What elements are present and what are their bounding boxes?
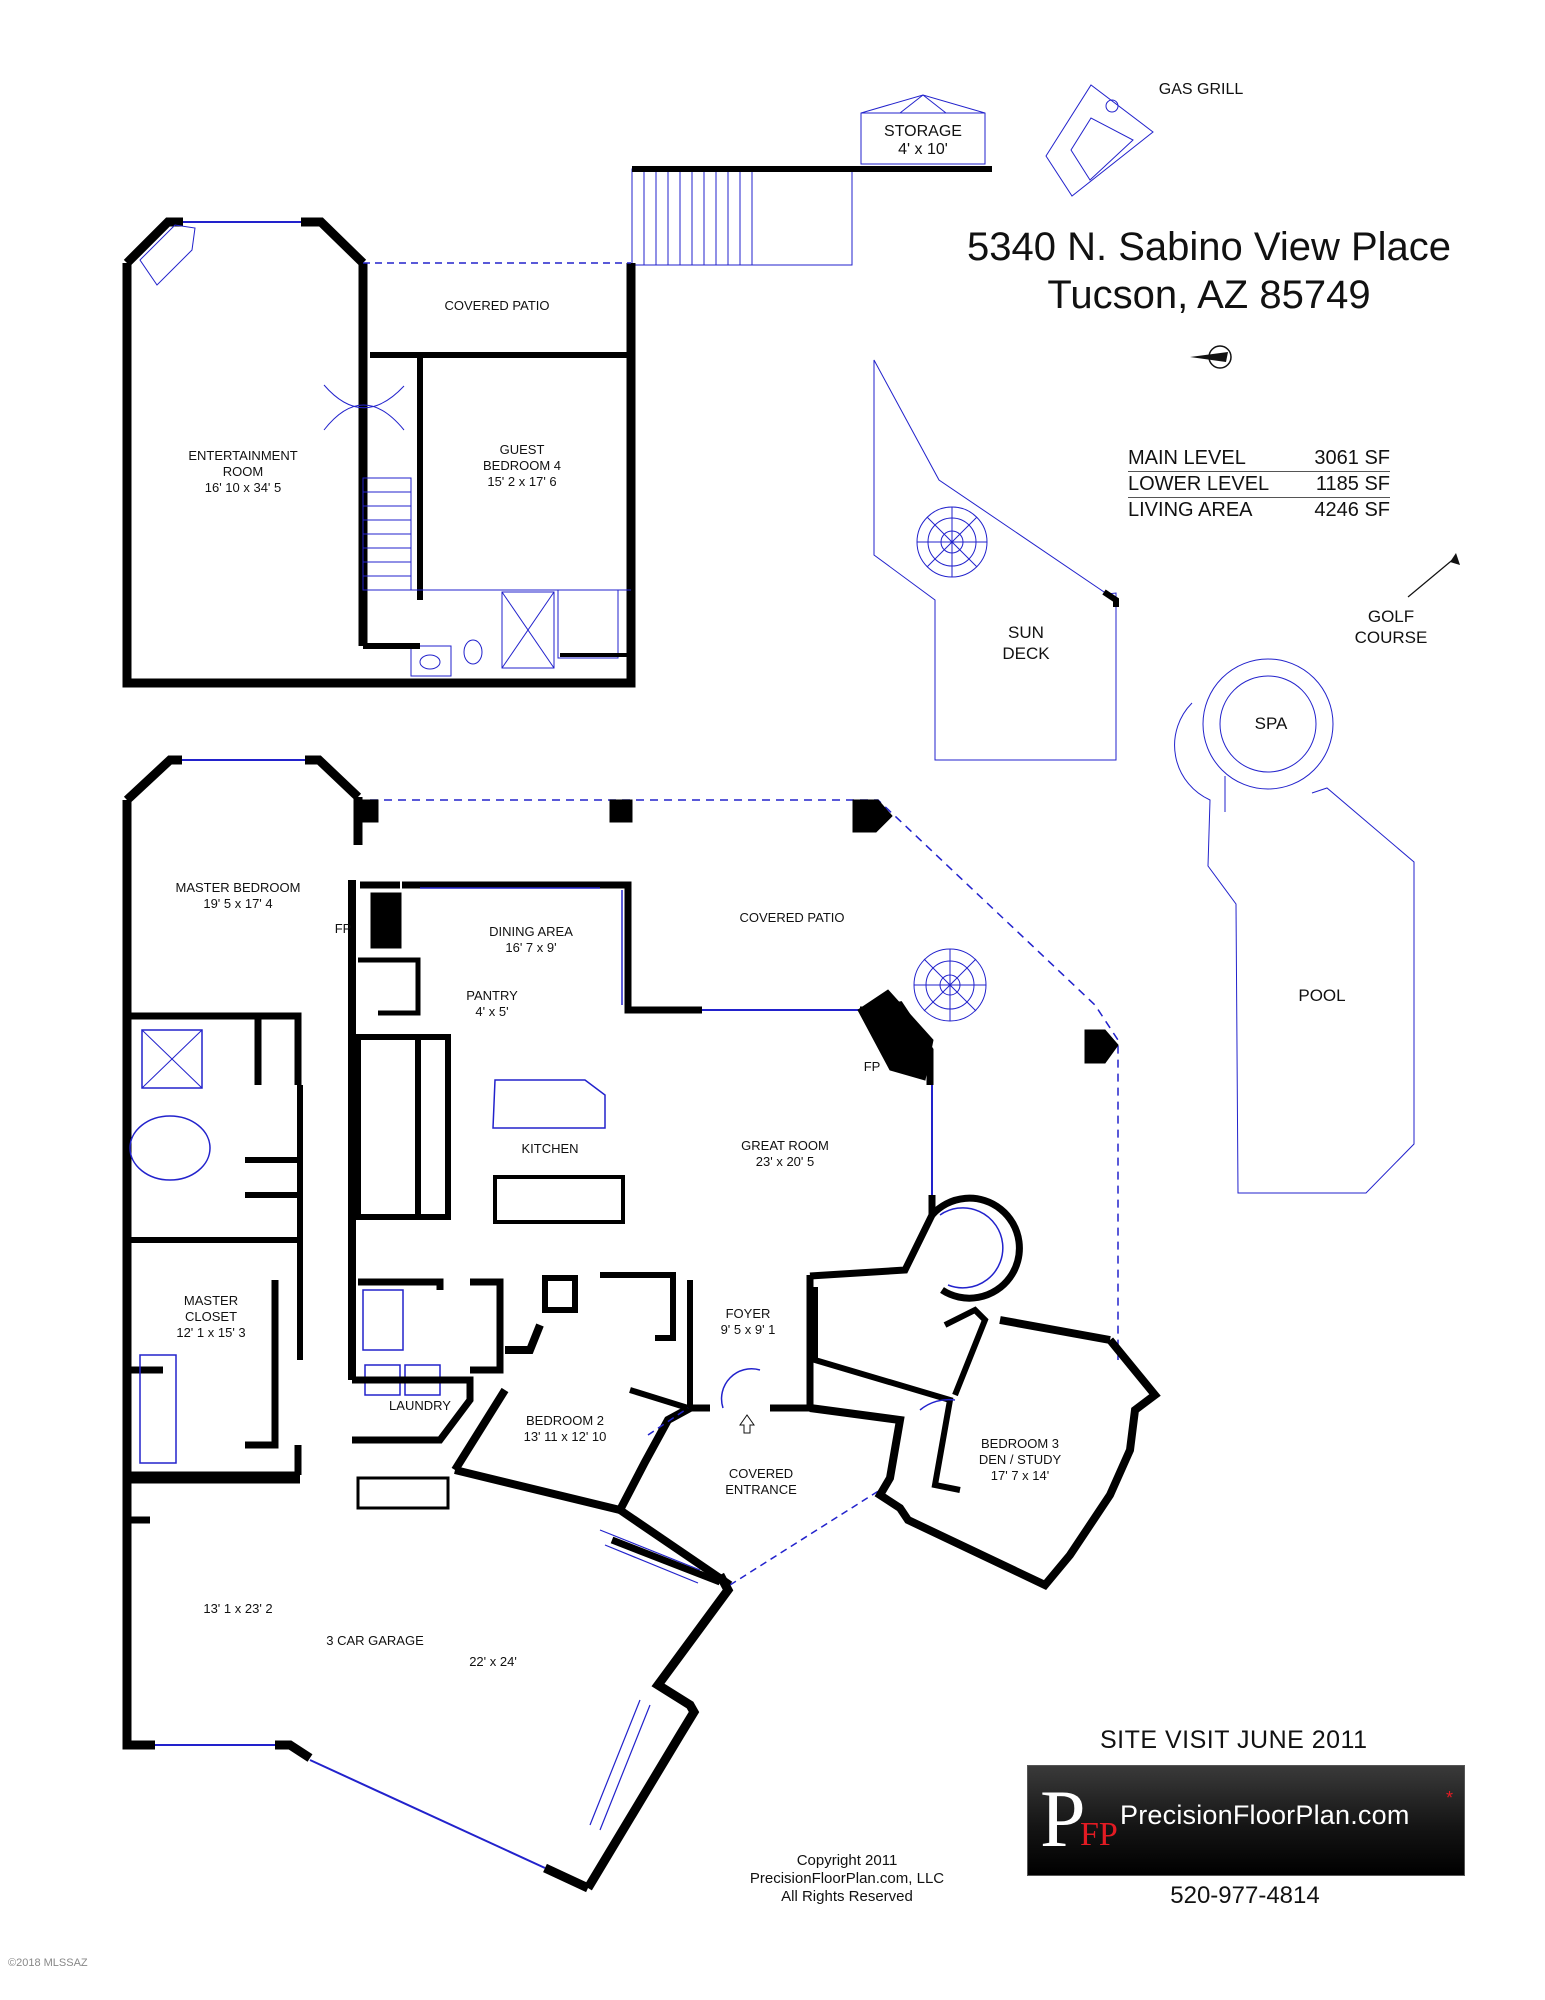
address-line-2: Tucson, AZ 85749 bbox=[1047, 273, 1371, 317]
pantry-label: PANTRY 4' x 5' bbox=[466, 988, 518, 1020]
brand-name: PrecisionFloorPlan.com bbox=[1120, 1800, 1410, 1830]
room-size: 12' 1 x 15' 3 bbox=[176, 1325, 246, 1340]
lower-level-walls bbox=[122, 263, 636, 688]
master-bedroom-label: MASTER BEDROOM 19' 5 x 17' 4 bbox=[176, 880, 301, 912]
copyright-line: Copyright 2011 bbox=[796, 1852, 898, 1869]
main-level-walls bbox=[122, 755, 1161, 1893]
pool-spa bbox=[1174, 658, 1415, 1194]
brand-star: * bbox=[1446, 1788, 1454, 1808]
area-row-lower: LOWER LEVEL 1185 SF bbox=[1128, 472, 1390, 498]
entry-arrow bbox=[739, 1414, 755, 1434]
garage-size-a: 13' 1 x 23' 2 bbox=[203, 1601, 273, 1616]
room-name: COURSE bbox=[1354, 628, 1428, 647]
room-name: MASTER BEDROOM bbox=[175, 880, 301, 895]
room-name: MASTER bbox=[183, 1293, 239, 1308]
site-visit-note: SITE VISIT JUNE 2011 bbox=[1100, 1726, 1368, 1754]
room-size: 23' x 20' 5 bbox=[755, 1154, 815, 1169]
mls-watermark: ©2018 MLSSAZ bbox=[8, 1957, 88, 1969]
pool-label: POOL bbox=[1298, 986, 1346, 1005]
area-label: LIVING AREA bbox=[1128, 499, 1253, 521]
fireplace-label-master: FP bbox=[334, 921, 352, 936]
room-name: GOLF bbox=[1367, 607, 1415, 626]
room-name: BEDROOM 4 bbox=[482, 458, 562, 473]
sun-deck-label: SUN DECK bbox=[1002, 622, 1049, 664]
copyright-line: PrecisionFloorPlan.com, LLC bbox=[749, 1870, 945, 1887]
area-summary-table: MAIN LEVEL 3061 SF LOWER LEVEL 1185 SF LIV… bbox=[1128, 446, 1390, 523]
room-name: DEN / STUDY bbox=[978, 1452, 1062, 1467]
room-size: 16' 7 x 9' bbox=[505, 940, 557, 955]
bedroom-2-label: BEDROOM 2 13' 11 x 12' 10 bbox=[524, 1413, 607, 1445]
room-size: 9' 5 x 9' 1 bbox=[720, 1322, 776, 1337]
guest-bedroom-label: GUEST BEDROOM 4 15' 2 x 17' 6 bbox=[483, 442, 561, 490]
copyright-block: Copyright 2011 PrecisionFloorPlan.com, L… bbox=[750, 1852, 944, 1906]
room-name: CLOSET bbox=[184, 1309, 238, 1324]
room-size: 15' 2 x 17' 6 bbox=[487, 474, 557, 489]
room-name: FOYER bbox=[725, 1306, 771, 1321]
room-name: PANTRY bbox=[466, 988, 518, 1003]
area-value: 3061 SF bbox=[1314, 447, 1390, 469]
gas-grill bbox=[1045, 84, 1154, 197]
bedroom-3-label: BEDROOM 3 DEN / STUDY 17' 7 x 14' bbox=[979, 1436, 1061, 1484]
room-name: BEDROOM 3 bbox=[980, 1436, 1059, 1451]
lower-patio-label: COVERED PATIO bbox=[444, 298, 550, 313]
main-patio-label: COVERED PATIO bbox=[739, 910, 845, 925]
address-line-1: 5340 N. Sabino View Place bbox=[966, 225, 1452, 269]
room-size: 4' x 5' bbox=[475, 1004, 509, 1019]
room-size: 16' 10 x 34' 5 bbox=[204, 480, 282, 495]
spiral-stair bbox=[913, 948, 987, 1022]
area-row-main: MAIN LEVEL 3061 SF bbox=[1128, 446, 1390, 472]
kitchen-label: KITCHEN bbox=[521, 1141, 579, 1156]
room-size: 19' 5 x 17' 4 bbox=[203, 896, 273, 911]
storage-size: 4' x 10' bbox=[898, 141, 948, 158]
room-name: ENTRANCE bbox=[725, 1482, 797, 1497]
foyer-label: FOYER 9' 5 x 9' 1 bbox=[721, 1306, 776, 1338]
fireplace-label-great: FP bbox=[863, 1059, 881, 1074]
area-label: LOWER LEVEL bbox=[1128, 473, 1270, 495]
storage-shed bbox=[860, 94, 986, 165]
room-name: DECK bbox=[1002, 644, 1050, 663]
brand-monogram-red: FP bbox=[1080, 1816, 1118, 1853]
dining-area-label: DINING AREA 16' 7 x 9' bbox=[489, 924, 573, 956]
room-name: GREAT ROOM bbox=[741, 1138, 829, 1153]
brand-monogram: P bbox=[1040, 1773, 1086, 1864]
room-name: DINING AREA bbox=[489, 924, 573, 939]
area-row-living: LIVING AREA 4246 SF bbox=[1128, 498, 1390, 523]
room-size: 17' 7 x 14' bbox=[990, 1468, 1050, 1483]
storage-label: STORAGE 4' x 10' bbox=[884, 123, 962, 159]
exterior-stairs bbox=[631, 168, 853, 266]
golf-arrow bbox=[1407, 553, 1460, 598]
laundry-label: LAUNDRY bbox=[389, 1398, 451, 1413]
room-name: ROOM bbox=[222, 464, 264, 479]
brand-phone: 520-977-4814 bbox=[1170, 1882, 1320, 1909]
room-name: ENTERTAINMENT bbox=[188, 448, 298, 463]
sun-deck bbox=[873, 359, 1117, 761]
room-name: BEDROOM 2 bbox=[525, 1413, 605, 1428]
lower-level bbox=[122, 84, 1154, 688]
copyright-line: All Rights Reserved bbox=[781, 1888, 913, 1905]
gas-grill-label: GAS GRILL bbox=[1158, 81, 1244, 98]
master-closet-label: MASTER CLOSET 12' 1 x 15' 3 bbox=[176, 1293, 245, 1341]
room-size: 13' 11 x 12' 10 bbox=[523, 1429, 607, 1444]
entertainment-room-label: ENTERTAINMENT ROOM 16' 10 x 34' 5 bbox=[188, 448, 297, 496]
area-value: 4246 SF bbox=[1314, 499, 1390, 521]
storage-name: STORAGE bbox=[884, 123, 962, 140]
garage-size-b: 22' x 24' bbox=[469, 1654, 517, 1669]
covered-entrance-label: COVERED ENTRANCE bbox=[725, 1466, 797, 1498]
room-name: SUN bbox=[1008, 623, 1044, 642]
room-name: GUEST bbox=[499, 442, 545, 457]
spa-label: SPA bbox=[1254, 714, 1288, 733]
garage-label: 3 CAR GARAGE bbox=[326, 1633, 424, 1648]
north-arrow bbox=[1190, 345, 1232, 369]
great-room-label: GREAT ROOM 23' x 20' 5 bbox=[741, 1138, 829, 1170]
golf-course-label: GOLF COURSE bbox=[1355, 606, 1428, 648]
room-name: COVERED bbox=[728, 1466, 794, 1481]
area-label: MAIN LEVEL bbox=[1128, 447, 1246, 469]
area-value: 1185 SF bbox=[1315, 473, 1390, 495]
brand-logo: P FP PrecisionFloorPlan.com * bbox=[1027, 1765, 1465, 1876]
